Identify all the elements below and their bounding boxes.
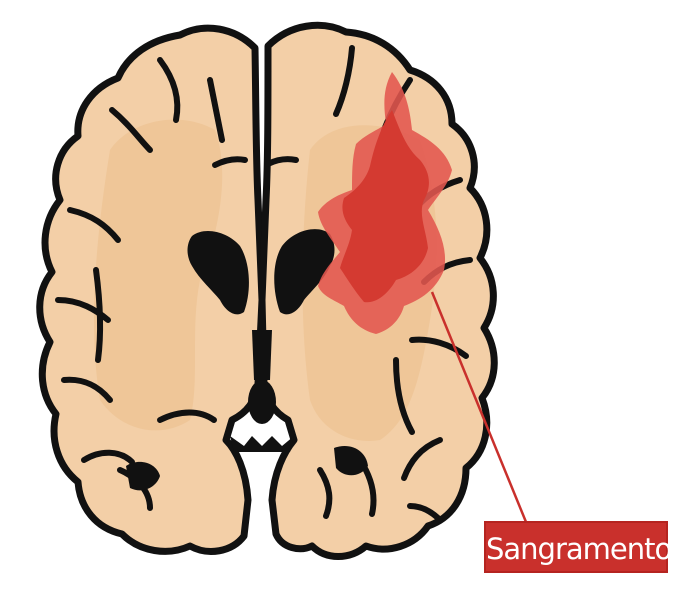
third-ventricle xyxy=(252,330,272,380)
fourth-ventricle xyxy=(248,380,276,424)
sangramento-label: Sangramento xyxy=(484,521,668,573)
brainstem-notch xyxy=(230,436,294,452)
